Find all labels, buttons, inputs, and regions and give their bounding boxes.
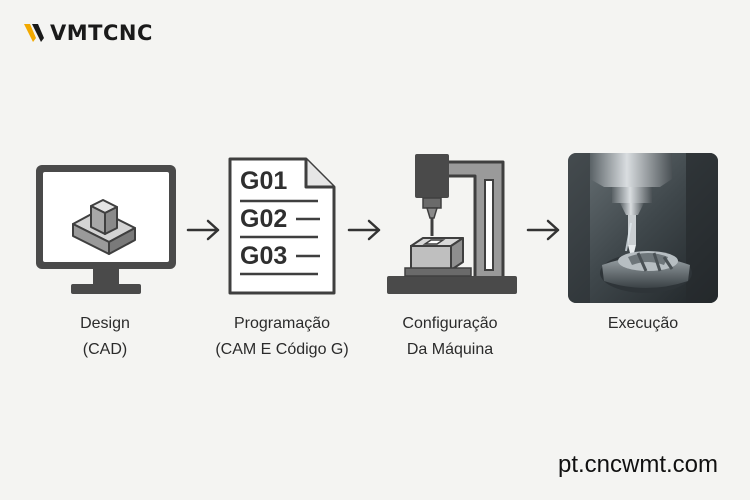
gcode-line-1: G01 [240, 167, 288, 195]
website-url: pt.cncwmt.com [557, 451, 718, 478]
brand-logo: VMTCNC [24, 20, 153, 46]
arrow-right-icon [347, 219, 381, 241]
step-label-line: Da Máquina [406, 341, 494, 358]
monitor-cad-icon [36, 165, 176, 294]
step-label-design: Design (CAD) [45, 311, 165, 363]
step-label-line: (CAD) [82, 341, 128, 358]
step-label-programming: Programação (CAM E Código G) [192, 311, 372, 363]
cnc-machine-icon [387, 154, 517, 294]
step-label-line: Programação [233, 315, 331, 332]
step-label-line: Design [80, 315, 130, 332]
step-label-line: (CAM E Código G) [215, 341, 349, 358]
gcode-document-icon: G01 G02 G03 [226, 155, 338, 297]
logo-mark-icon [24, 24, 44, 42]
brand-name: VMTCNC [50, 20, 153, 45]
step-label-line: Execução [607, 315, 679, 332]
step-label-setup: Configuração Da Máquina [380, 311, 520, 363]
arrow-right-icon [526, 219, 560, 241]
gcode-line-2: G02 [240, 205, 288, 233]
step-label-line: Configuração [402, 315, 498, 332]
document-outline-icon [228, 157, 336, 295]
step-label-execution: Execução [578, 311, 708, 337]
machining-photo [568, 153, 718, 303]
arrow-right-icon [186, 219, 220, 241]
gcode-line-3: G03 [240, 242, 288, 270]
